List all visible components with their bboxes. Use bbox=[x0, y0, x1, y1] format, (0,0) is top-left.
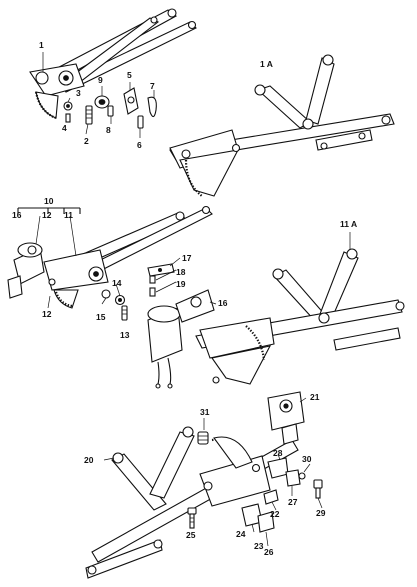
callout-4: 4 bbox=[62, 123, 67, 133]
callout-14: 14 bbox=[112, 278, 122, 288]
small-parts-2-9 bbox=[42, 52, 157, 138]
small-parts-22-31 bbox=[187, 418, 323, 547]
callout-8: 8 bbox=[106, 125, 111, 135]
callout-22: 22 bbox=[270, 509, 280, 519]
callout-11a: 11 A bbox=[340, 219, 358, 229]
callout-1: 1 bbox=[39, 40, 44, 50]
callout-15: 15 bbox=[96, 312, 106, 322]
callout-18: 18 bbox=[176, 267, 186, 277]
callout-16b: 16 bbox=[218, 298, 228, 308]
callout-25: 25 bbox=[186, 530, 196, 540]
callout-13: 13 bbox=[120, 330, 130, 340]
regulator-assembly-1 bbox=[29, 8, 197, 120]
callout-19: 19 bbox=[176, 279, 186, 289]
callout-3: 3 bbox=[76, 88, 81, 98]
regulator-assembly-20 bbox=[85, 391, 307, 579]
callout-23: 23 bbox=[254, 541, 264, 551]
callout-30: 30 bbox=[302, 454, 312, 464]
callout-24: 24 bbox=[236, 529, 246, 539]
callout-5: 5 bbox=[127, 70, 132, 80]
regulator-assembly-10 bbox=[7, 205, 213, 309]
callout-1a: 1 A bbox=[260, 59, 273, 69]
callout-6: 6 bbox=[137, 140, 142, 150]
callout-29: 29 bbox=[316, 508, 326, 518]
callout-28: 28 bbox=[273, 448, 283, 458]
callout-12b: 12 bbox=[42, 309, 52, 319]
callout-26: 26 bbox=[264, 547, 274, 557]
callout-2: 2 bbox=[84, 136, 89, 146]
regulator-assembly-1a bbox=[169, 54, 395, 197]
callout-17: 17 bbox=[182, 253, 192, 263]
callout-12: 12 bbox=[42, 210, 52, 220]
callout-27: 27 bbox=[288, 497, 298, 507]
callout-9: 9 bbox=[98, 75, 103, 85]
callout-20: 20 bbox=[84, 455, 94, 465]
callout-7: 7 bbox=[150, 81, 155, 91]
callout-11: 11 bbox=[64, 210, 73, 220]
callout-10: 10 bbox=[44, 196, 54, 206]
callout-31: 31 bbox=[200, 407, 210, 417]
small-parts-12-19 bbox=[47, 257, 181, 321]
regulator-assembly-11a bbox=[147, 232, 405, 389]
callout-21: 21 bbox=[310, 392, 320, 402]
callout-16: 16 bbox=[12, 210, 22, 220]
